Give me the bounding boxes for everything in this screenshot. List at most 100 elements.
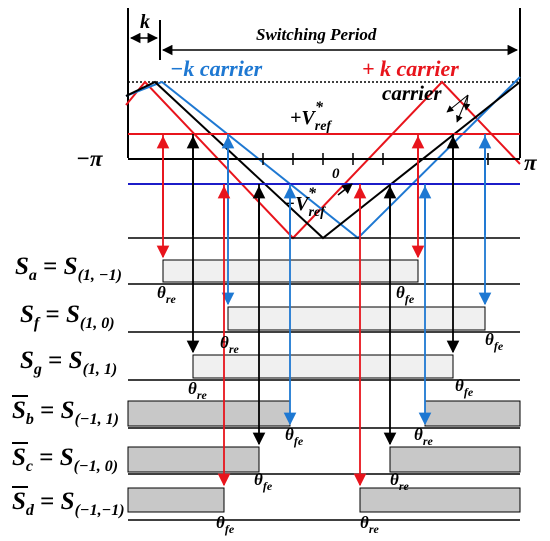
theta-label-g-fall: θfe	[455, 376, 474, 399]
signal-equals: =	[37, 253, 64, 280]
signal-lhs: S	[20, 301, 34, 328]
theta-symbol: θ	[390, 470, 399, 489]
pulse-sb-left	[127, 400, 291, 427]
theta-label-b-rise: θre	[414, 425, 433, 448]
axis-zero-label: 0	[332, 166, 340, 182]
pulse-sd-right	[359, 487, 521, 513]
signal-lhs-sub: a	[29, 267, 37, 284]
theta-sub: fe	[494, 339, 504, 353]
signal-label-b: Sb = S(−1, 1)	[12, 397, 119, 428]
signal-lhs: S	[12, 397, 26, 424]
theta-label-c-fall: θfe	[254, 470, 273, 493]
pos-k-carrier-label: + k carrier	[362, 56, 459, 81]
signal-rhs-sub: (−1,−1)	[75, 502, 125, 519]
signal-lhs-sub: c	[26, 458, 33, 475]
signal-lhs: S	[12, 488, 26, 515]
k-label: k	[140, 11, 150, 33]
pos-vref-base: +V	[290, 107, 316, 129]
pulse-sb-right	[424, 400, 521, 427]
theta-sub: re	[423, 434, 434, 448]
signal-rhs: S	[60, 444, 74, 471]
theta-sub: fe	[225, 522, 235, 536]
theta-sub: fe	[263, 479, 273, 493]
theta-symbol: θ	[216, 513, 225, 532]
header: k Switching Period	[127, 8, 521, 158]
theta-label-d-fall: θfe	[216, 513, 235, 536]
theta-symbol: θ	[285, 425, 294, 444]
theta-sub: re	[197, 388, 208, 402]
signal-rhs: S	[61, 397, 75, 424]
carrier-pointer-1	[446, 94, 469, 113]
theta-symbol: θ	[396, 283, 405, 302]
neg-vref-sub: ref	[308, 205, 326, 220]
signal-equals: =	[33, 444, 60, 471]
theta-symbol: θ	[485, 330, 494, 349]
signal-lhs: S	[20, 347, 34, 374]
theta-symbol: θ	[254, 470, 263, 489]
theta-label-c-rise: θre	[390, 470, 409, 493]
pulse-bars	[127, 259, 521, 513]
signal-rhs-sub: (1, 0)	[80, 315, 115, 332]
neg-vref-base: −V	[283, 193, 310, 215]
signal-lhs-sub: f	[34, 315, 41, 332]
signal-rhs-sub: (−1, 1)	[75, 411, 119, 428]
signal-equals: =	[39, 301, 66, 328]
pos-vref-sup: *	[315, 99, 324, 116]
signal-rhs: S	[64, 253, 78, 280]
theta-label-f-rise: θre	[220, 333, 239, 356]
signal-equals: =	[42, 347, 69, 374]
signal-lhs: S	[12, 444, 26, 471]
signal-label-f: Sf = S(1, 0)	[20, 301, 115, 332]
signal-lhs-sub: d	[26, 502, 35, 519]
switching-period-label: Switching Period	[256, 25, 377, 44]
theta-symbol: θ	[188, 379, 197, 398]
signal-equals: =	[34, 488, 61, 515]
signal-rhs: S	[66, 301, 80, 328]
carrier-label: carrier	[382, 81, 442, 105]
pos-vref-sub: ref	[315, 119, 333, 134]
signal-rhs: S	[69, 347, 83, 374]
pulse-sc-right	[389, 446, 521, 473]
axis-pi-label: π	[524, 150, 538, 175]
theta-sub: re	[166, 292, 177, 306]
theta-symbol: θ	[220, 333, 229, 352]
reference-and-axis: +Vref* −π π 0 −Vref*	[76, 99, 538, 220]
neg-vref-sup: *	[308, 185, 317, 202]
theta-sub: fe	[464, 385, 474, 399]
signal-labels: Sa = S(1, −1)Sf = S(1, 0)Sg = S(1, 1)Sb …	[12, 253, 125, 519]
pos-vref-label: +Vref *	[290, 99, 332, 134]
theta-label-g-rise: θre	[188, 379, 207, 402]
signal-label-g: Sg = S(1, 1)	[20, 347, 117, 378]
carrier-pointer-3	[463, 94, 471, 111]
neg-k-carrier-label: −k carrier	[170, 56, 263, 81]
theta-sub: fe	[405, 292, 415, 306]
theta-label-d-rise: θre	[360, 513, 379, 536]
signal-rhs-sub: (1, −1)	[78, 267, 122, 284]
theta-symbol: θ	[414, 425, 423, 444]
signal-label-c: Sc = S(−1, 0)	[12, 444, 118, 475]
signal-lhs: S	[15, 253, 29, 280]
signal-lhs-sub: g	[33, 361, 42, 378]
pulse-sd-left	[127, 487, 225, 513]
pulse-sf	[227, 306, 486, 331]
theta-label-b-fall: θfe	[285, 425, 304, 448]
theta-symbol: θ	[157, 283, 166, 302]
signal-rhs-sub: (1, 1)	[83, 361, 118, 378]
theta-symbol: θ	[360, 513, 369, 532]
signal-rhs: S	[61, 488, 75, 515]
theta-label-f-fall: θfe	[485, 330, 504, 353]
axis-neg-pi-label: −π	[76, 146, 104, 171]
signal-equals: =	[34, 397, 61, 424]
axis-ticks	[262, 153, 489, 165]
pulse-sc-left	[127, 446, 260, 473]
neg-vref-pointer	[337, 183, 353, 196]
theta-sub: fe	[294, 434, 304, 448]
theta-symbol: θ	[455, 376, 464, 395]
signal-label-d: Sd = S(−1,−1)	[12, 488, 125, 519]
theta-label-a-rise: θre	[157, 283, 176, 306]
theta-sub: re	[229, 342, 240, 356]
signal-lhs-sub: b	[26, 411, 34, 428]
theta-sub: re	[399, 479, 410, 493]
